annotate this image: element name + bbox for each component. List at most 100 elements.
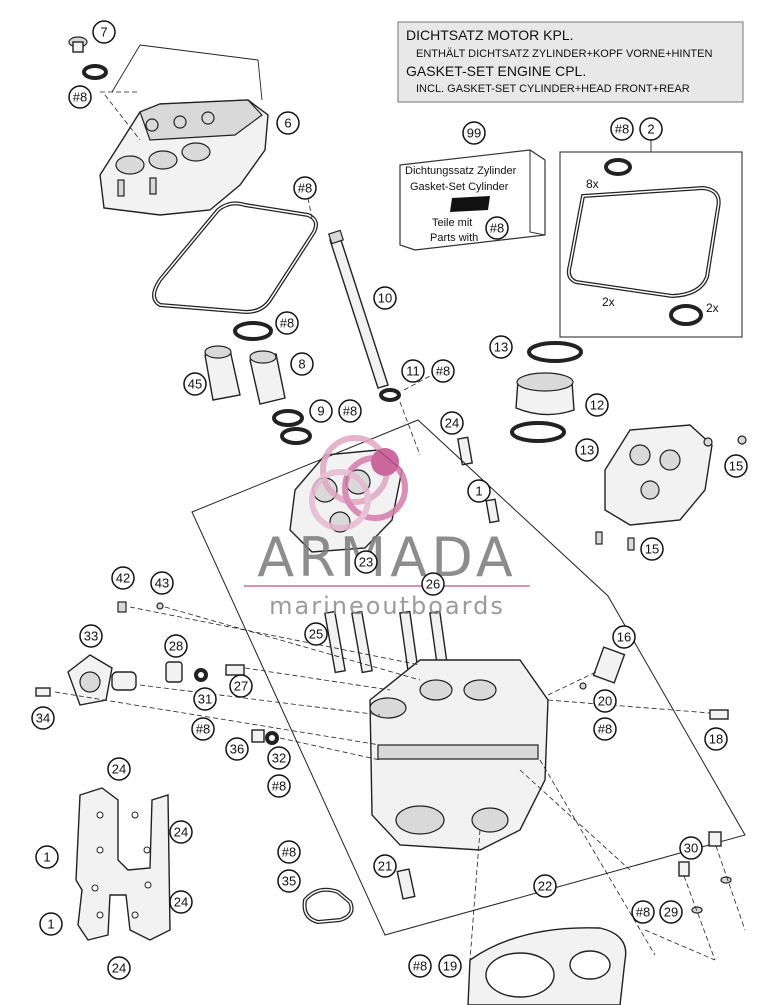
callout-28[interactable]: 28 — [164, 634, 188, 658]
svg-text:24: 24 — [174, 825, 188, 840]
callout-6[interactable]: 6 — [276, 111, 300, 135]
ktm-logo-text: KTM — [459, 199, 479, 209]
head-gasket — [467, 927, 627, 1005]
svg-text:#8: #8 — [343, 404, 357, 419]
callout-8[interactable]: 8 — [290, 352, 314, 376]
cylinder-head — [369, 659, 549, 851]
callout-1-a[interactable]: 1 — [467, 479, 491, 503]
svg-text:32: 32 — [272, 751, 286, 766]
callout-24-c[interactable]: 24 — [169, 820, 193, 844]
svg-text:6: 6 — [284, 116, 291, 131]
svg-text:25: 25 — [309, 627, 323, 642]
box-line-2: ENTHÄLT DICHTSATZ ZYLINDER+KOPF VORNE+HI… — [416, 48, 712, 60]
callout-24-b[interactable]: 24 — [107, 757, 131, 781]
callout-35[interactable]: 35 — [277, 869, 301, 893]
callout-9[interactable]: 9 — [309, 399, 333, 423]
callout-13-b[interactable]: 13 — [575, 438, 599, 462]
svg-text:34: 34 — [36, 711, 50, 726]
callout-13-a[interactable]: 13 — [489, 335, 513, 359]
callout-11[interactable]: 11 — [401, 359, 425, 383]
callout-8-i[interactable]: #8 — [593, 717, 617, 741]
callout-16[interactable]: 16 — [612, 625, 636, 649]
callout-24-e[interactable]: 24 — [107, 956, 131, 980]
callout-12[interactable]: 12 — [585, 393, 609, 417]
svg-text:10: 10 — [378, 291, 392, 306]
svg-text:45: 45 — [188, 377, 202, 392]
callout-8-g[interactable]: #8 — [191, 717, 215, 741]
callout-27[interactable]: 27 — [229, 674, 253, 698]
callout-43[interactable]: 43 — [150, 571, 174, 595]
svg-text:16: 16 — [617, 630, 631, 645]
callout-34[interactable]: 34 — [31, 706, 55, 730]
valve-plate — [75, 787, 171, 941]
callout-25[interactable]: 25 — [304, 622, 328, 646]
callout-24-a[interactable]: 24 — [440, 411, 464, 435]
callout-45[interactable]: 45 — [183, 372, 207, 396]
svg-text:24: 24 — [112, 961, 126, 976]
callout-18[interactable]: 18 — [704, 727, 728, 751]
gasket-set-frame: 8x 2x 2x — [559, 140, 743, 338]
callout-8-c[interactable]: #8 — [610, 117, 634, 141]
callout-1-c[interactable]: 1 — [39, 912, 63, 936]
callout-30[interactable]: 30 — [679, 836, 703, 860]
kit-line-3: Teile mit — [432, 217, 472, 229]
qty-8x: 8x — [586, 177, 599, 191]
leader-lines — [54, 91, 746, 961]
svg-text:33: 33 — [84, 629, 98, 644]
watermark-title: ARMADA — [257, 526, 517, 589]
callout-8-j[interactable]: #8 — [277, 840, 301, 864]
callout-1-b[interactable]: 1 — [35, 845, 59, 869]
svg-text:18: 18 — [709, 732, 723, 747]
callout-10[interactable]: 10 — [373, 286, 397, 310]
svg-text:#8: #8 — [490, 221, 504, 236]
cylinder-gasket-kit-box: Dichtungssatz Zylinder Gasket-Set Cylind… — [399, 149, 546, 251]
callout-21[interactable]: 21 — [373, 854, 397, 878]
svg-text:7: 7 — [100, 25, 107, 40]
callout-33[interactable]: 33 — [79, 624, 103, 648]
callout-15-b[interactable]: 15 — [640, 537, 664, 561]
svg-text:#8: #8 — [413, 959, 427, 974]
callout-31[interactable]: 31 — [193, 687, 217, 711]
callout-8-a[interactable]: #8 — [68, 85, 92, 109]
callout-24-d[interactable]: 24 — [169, 890, 193, 914]
callout-36[interactable]: 36 — [225, 737, 249, 761]
callout-8-b[interactable]: #8 — [293, 176, 317, 200]
cylinder-rings — [510, 341, 583, 443]
callout-8-kit[interactable]: #8 — [485, 216, 509, 240]
callout-23[interactable]: 23 — [354, 550, 378, 574]
cover-bolt — [68, 36, 108, 80]
callout-7[interactable]: 7 — [92, 20, 116, 44]
callout-19[interactable]: 19 — [438, 954, 462, 978]
kit-line-4: Parts with — [430, 232, 478, 244]
cylinder-head-frame — [191, 419, 746, 936]
qty-2x-b: 2x — [706, 301, 719, 315]
callout-8-l[interactable]: #8 — [408, 954, 432, 978]
svg-text:#8: #8 — [73, 90, 87, 105]
svg-text:13: 13 — [494, 340, 508, 355]
callout-8-f[interactable]: #8 — [431, 359, 455, 383]
callout-20[interactable]: 20 — [593, 689, 617, 713]
callout-29[interactable]: 29 — [659, 900, 683, 924]
callout-22[interactable]: 22 — [533, 874, 557, 898]
callout-15-a[interactable]: 15 — [724, 454, 748, 478]
svg-text:31: 31 — [198, 692, 212, 707]
svg-text:24: 24 — [174, 895, 188, 910]
callout-42[interactable]: 42 — [111, 566, 135, 590]
callout-32[interactable]: 32 — [267, 746, 291, 770]
svg-text:99: 99 — [467, 126, 481, 141]
callout-99[interactable]: 99 — [462, 121, 486, 145]
svg-text:2: 2 — [647, 122, 654, 137]
svg-text:24: 24 — [445, 416, 459, 431]
callout-2[interactable]: 2 — [639, 117, 663, 141]
callout-8-d[interactable]: #8 — [275, 311, 299, 335]
svg-text:43: 43 — [155, 576, 169, 591]
callout-8-h[interactable]: #8 — [267, 774, 291, 798]
svg-text:19: 19 — [443, 959, 457, 974]
svg-text:42: 42 — [116, 571, 130, 586]
callout-8-e[interactable]: #8 — [338, 399, 362, 423]
callout-8-k[interactable]: #8 — [631, 900, 655, 924]
svg-text:#8: #8 — [636, 905, 650, 920]
svg-text:13: 13 — [580, 443, 594, 458]
callout-26[interactable]: 26 — [421, 572, 445, 596]
svg-text:23: 23 — [359, 555, 373, 570]
